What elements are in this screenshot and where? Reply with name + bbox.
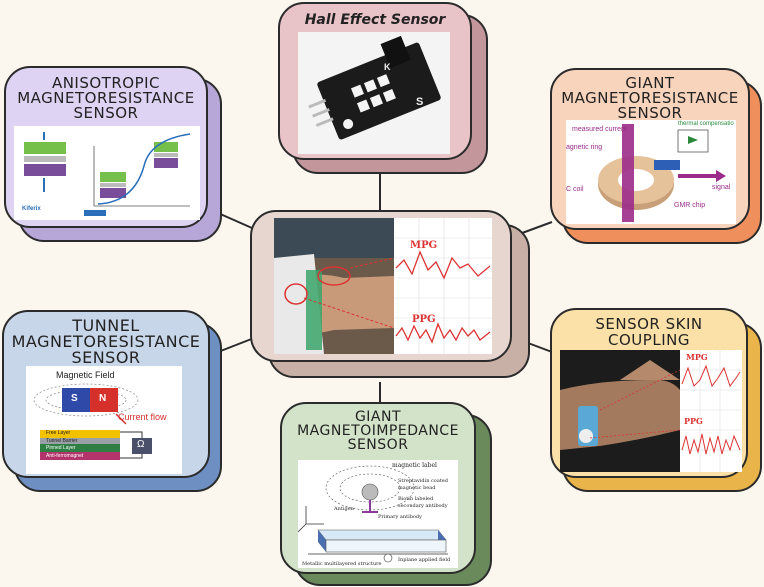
center-label-ppg: PPG — [412, 314, 436, 325]
gmr-diagram-image: measured current thermal compensatio agn… — [566, 120, 736, 224]
gmr-card: GIANT MAGNETORESISTANCE SENSOR measured … — [550, 68, 762, 244]
amr-card: ANISOTROPIC MAGNETORESISTANCE SENSOR — [4, 66, 222, 242]
tmr-layer-antiferro: Anti-ferromagnet — [46, 453, 84, 459]
connector-tmr — [217, 337, 255, 353]
hall-pin-s: S — [416, 96, 424, 108]
gmi-label-maglabel: magnetic label — [392, 462, 437, 469]
hall-title: Hall Effect Sensor — [304, 12, 446, 28]
amr-title: ANISOTROPIC MAGNETORESISTANCE SENSOR — [17, 74, 195, 122]
gmi-label-bead: magnetic bead — [398, 485, 436, 491]
gmi-label-structure: Metallic multilayered structure — [302, 561, 382, 567]
gmi-label-biotin: Biotin labeled — [398, 496, 434, 502]
hall-pin-minus: - — [358, 82, 362, 93]
hall-sensor-image: - S K — [298, 32, 450, 154]
gmr-label-ring: agnetic ring — [566, 144, 603, 151]
tmr-layer-pinned: Pinned Layer — [46, 445, 76, 451]
tmr-pole-n: N — [99, 393, 107, 404]
gmr-label-measured: measured current — [572, 126, 627, 133]
connector-amr — [217, 212, 253, 229]
hall-effect-card: Hall Effect Sensor - S — [278, 2, 488, 174]
gmr-title: GIANT MAGNETORESISTANCE SENSOR — [561, 74, 739, 122]
gmr-label-coil: C coil — [566, 186, 584, 193]
gmi-diagram-image: magnetic label Streptavidin coated magne… — [298, 460, 458, 568]
gmr-label-chip: GMR chip — [674, 202, 706, 209]
center-photo: MPG PPG — [274, 218, 492, 354]
gmi-label-streptavidin: Streptavidin coated — [398, 478, 448, 484]
gmi-label-inplane: Inplane applied field — [398, 557, 451, 563]
gmr-label-signal: signal — [712, 184, 731, 191]
skin-label-mpg: MPG — [686, 352, 708, 362]
gmi-label-antigen: Antigen — [334, 506, 354, 512]
amr-brand: Kiferix — [22, 206, 41, 212]
gmi-label-secondary: secondary antibody — [398, 503, 448, 509]
amr-diagram-image: Kiferix — [14, 126, 200, 220]
tmr-label-current: Current flow — [118, 412, 167, 422]
gmr-label-thermal: thermal compensatio — [678, 121, 734, 127]
hall-pin-k: K — [384, 62, 391, 72]
tmr-ohm: Ω — [137, 439, 145, 450]
center-label-mpg: MPG — [410, 240, 438, 251]
tmr-layer-free: Free Layer — [46, 430, 71, 436]
tmr-pole-s: S — [71, 393, 78, 404]
skin-coupling-photo: MPG PPG — [560, 350, 742, 472]
gmi-card: GIANT MAGNETOIMPEDANCE SENSOR magnetic l… — [280, 402, 492, 586]
tmr-title: TUNNEL MAGNETORESISTANCE SENSOR — [11, 316, 201, 367]
center-card: MPG PPG — [250, 210, 530, 380]
tmr-diagram-image: Magnetic Field S N Current flow Free Lay… — [26, 366, 182, 474]
gmi-label-primary: Primary antibody — [378, 514, 422, 520]
gmi-title: GIANT MAGNETOIMPEDANCE SENSOR — [297, 409, 459, 453]
tmr-layer-tunnel: Tunnel Barrier — [46, 438, 78, 444]
tmr-label-field: Magnetic Field — [56, 370, 115, 380]
tmr-card: TUNNEL MAGNETORESISTANCE SENSOR Magnetic — [2, 310, 222, 492]
skin-coupling-card: SENSOR SKIN COUPLING — [550, 308, 762, 492]
skin-title: SENSOR SKIN COUPLING — [595, 315, 703, 349]
skin-label-ppg: PPG — [684, 416, 703, 426]
